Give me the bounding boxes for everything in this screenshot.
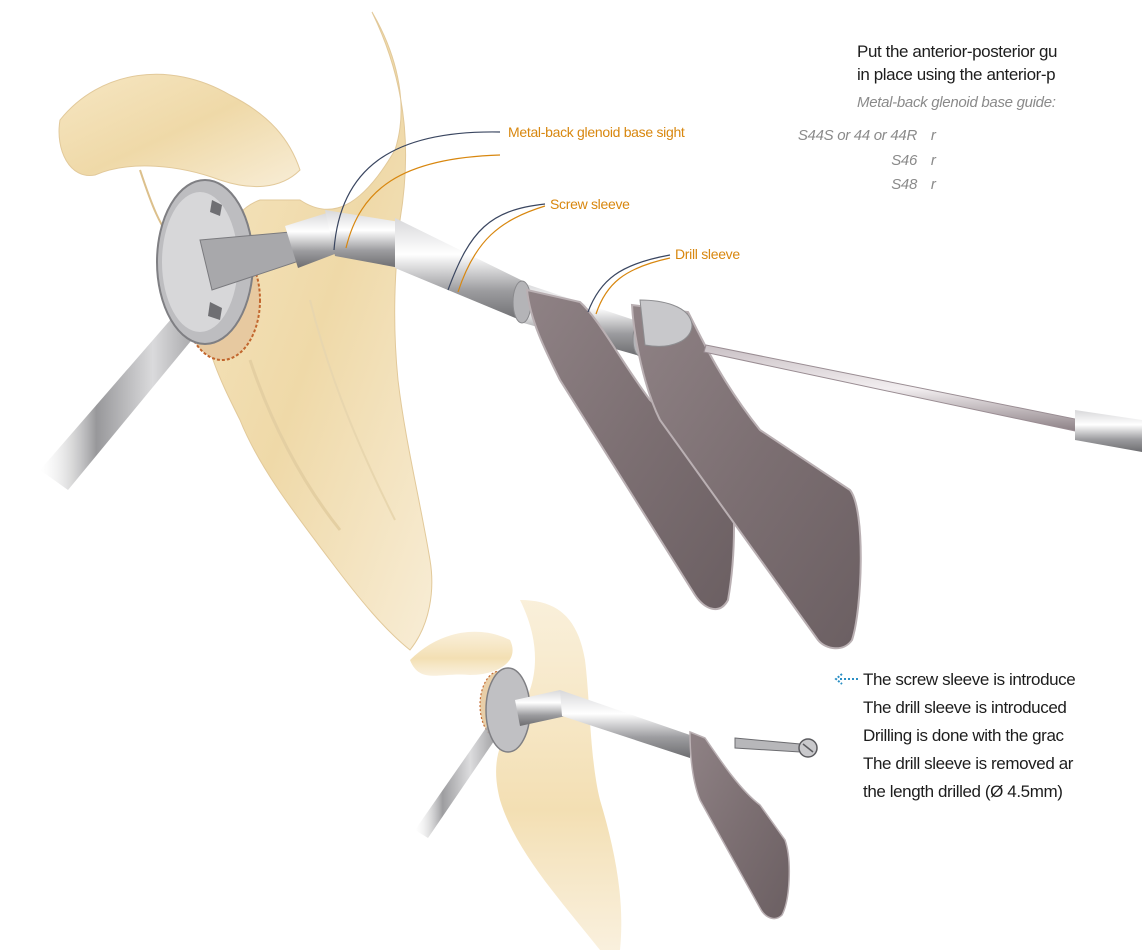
step-line: The drill sleeve is introduced [863, 694, 1075, 722]
intro-line: Put the anterior-posterior gu [857, 40, 1057, 63]
step-line: The screw sleeve is introduce [863, 666, 1075, 694]
guide-suffix: r [931, 127, 936, 144]
callout-screw-sleeve: Screw sleeve [550, 196, 630, 212]
intro-text: Put the anterior-posterior gu in place u… [857, 40, 1057, 86]
guide-size: S46 [727, 152, 917, 169]
guide-size: S44S or 44 or 44R [727, 127, 917, 144]
intro-line: in place using the anterior-p [857, 63, 1057, 86]
scapula-large [59, 12, 432, 650]
guide-paddles [527, 290, 861, 648]
guide-suffix: r [931, 176, 936, 193]
callout-drill-sleeve: Drill sleeve [675, 246, 740, 262]
guide-row: S48 r [727, 176, 936, 193]
scapula-small [410, 600, 621, 950]
callout-metal-back-sight: Metal-back glenoid base sight [508, 124, 685, 140]
steps-text: The screw sleeve is introduce The drill … [863, 666, 1075, 806]
dotted-arrow-icon [834, 672, 860, 686]
step-line: Drilling is done with the grac [863, 722, 1075, 750]
bone-screw [735, 738, 817, 757]
guide-size: S48 [727, 176, 917, 193]
guide-suffix: r [931, 152, 936, 169]
step-line: The drill sleeve is removed ar [863, 750, 1075, 778]
guide-row: S44S or 44 or 44R r [727, 127, 936, 144]
guide-label: Metal-back glenoid base guide: [857, 94, 1056, 111]
guide-row: S46 r [727, 152, 936, 169]
step-line: the length drilled (Ø 4.5mm) [863, 778, 1075, 806]
